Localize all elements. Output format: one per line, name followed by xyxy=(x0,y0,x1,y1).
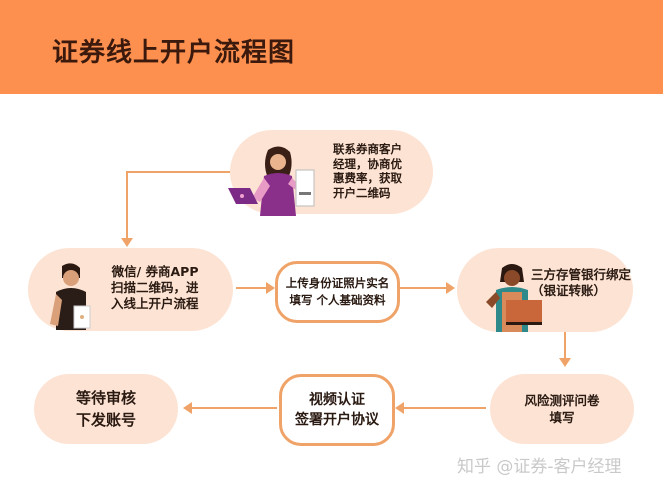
arrow-right-icon xyxy=(266,282,275,294)
step-risk-assessment-label: 风险测评问卷 填写 xyxy=(524,393,600,425)
connector-upload-to-bank xyxy=(400,287,446,289)
header-banner: 证券线上开户流程图 xyxy=(0,0,663,94)
step-video-verify: 视频认证 签署开户协议 xyxy=(279,374,395,446)
arrow-left-icon xyxy=(183,402,192,414)
arrow-down-icon xyxy=(559,358,571,367)
page-title: 证券线上开户流程图 xyxy=(52,38,296,68)
step-await-review xyxy=(34,374,178,444)
watermark: 知乎 @证券-客户经理 xyxy=(457,457,622,477)
step-upload-id-label: 上传身份证照片实名 填写 个人基础资料 xyxy=(285,276,390,307)
connector-video-to-await xyxy=(192,407,277,409)
connector-bank-to-risk xyxy=(564,332,566,359)
arrow-right-icon xyxy=(446,282,455,294)
step-bank-binding-label: 三方存管银行绑定 （银证转账） xyxy=(531,267,632,298)
connector-contact-to-scan xyxy=(126,171,230,173)
connector-scan-to-upload xyxy=(236,287,266,289)
step-await-review-label: 等待审核 下发账号 xyxy=(75,389,136,429)
step-upload-id: 上传身份证照片实名 填写 个人基础资料 xyxy=(275,261,400,323)
arrow-left-icon xyxy=(395,402,404,414)
connector-risk-to-video xyxy=(404,407,486,409)
man-tablet-icon xyxy=(50,263,91,330)
step-contact-manager-label: 联系券商客户 经理，协商优 惠费率，获取 开户二维码 xyxy=(333,142,402,200)
step-risk-assessment xyxy=(490,374,634,444)
connector-contact-to-scan-vertical xyxy=(126,171,128,241)
woman-laptop-icon xyxy=(486,264,542,332)
step-video-verify-label: 视频认证 签署开户协议 xyxy=(295,392,379,428)
arrow-down-icon xyxy=(121,238,133,247)
woman-laptop-icon xyxy=(228,146,315,216)
step-scan-qr-label: 微信/ 券商APP 扫描二维码，进 入线上开户流程 xyxy=(111,264,199,311)
step-bank-binding xyxy=(457,248,633,332)
